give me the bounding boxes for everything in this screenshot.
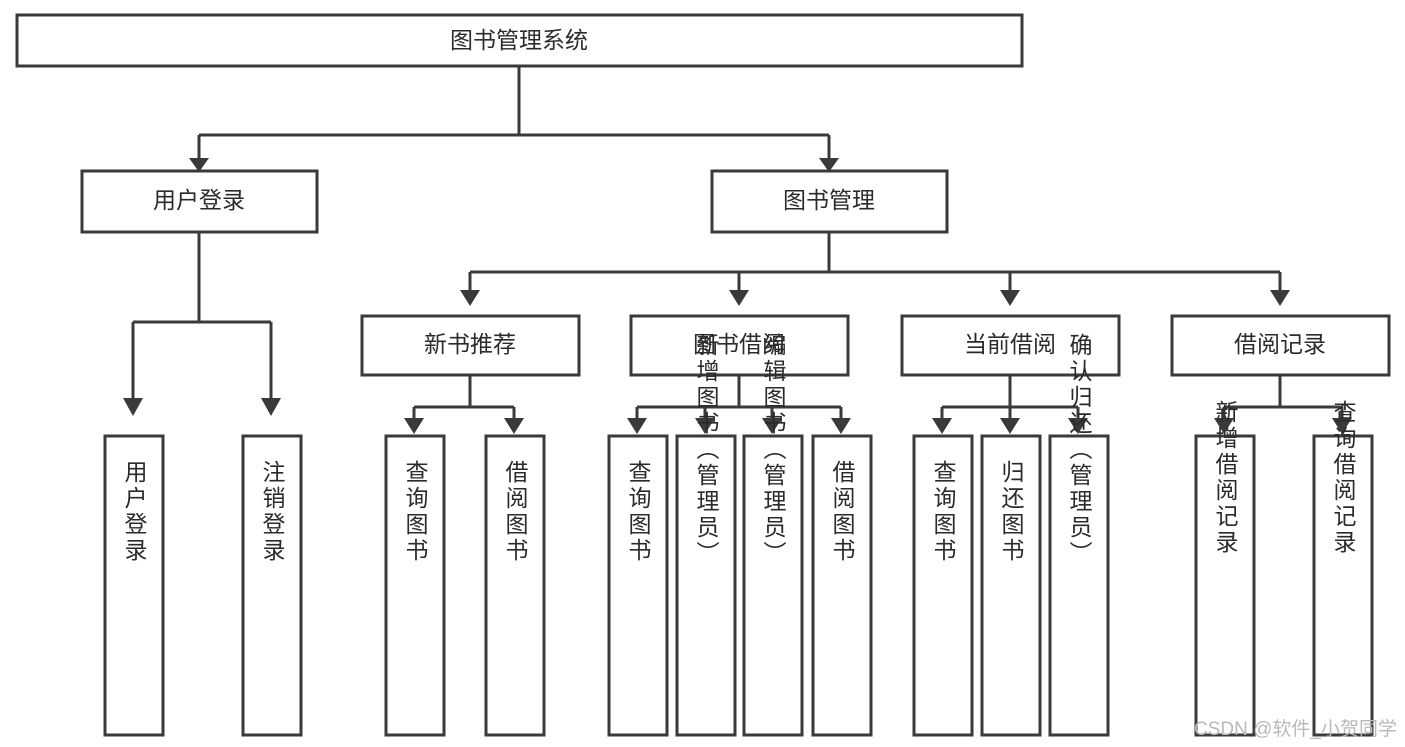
node-book-manage[interactable]: 图书管理 <box>710 169 949 234</box>
leaf-new-book-1-label: 查询图书 <box>402 460 429 564</box>
leaf-book-borrow-2-box[interactable] <box>675 434 737 737</box>
node-book-manage-box[interactable] <box>710 169 949 234</box>
node-book-borrow-label: 图书借阅 <box>693 331 785 357</box>
node-new-book-recommend-box[interactable] <box>360 314 581 377</box>
node-root-box[interactable] <box>15 13 1024 68</box>
leaf-borrow-record-1[interactable]: 新增借阅记录 <box>1194 400 1256 737</box>
arrow-head-leaf-current-borrow-2 <box>1000 418 1020 434</box>
leaf-book-borrow-3-label: 编辑图书（管理员） <box>760 333 787 567</box>
arrow-head-leaf-book-borrow-1 <box>627 418 647 434</box>
leaf-book-borrow-1[interactable]: 查询图书 <box>607 434 669 737</box>
leaf-borrow-record-2-label: 查询借阅记录 <box>1330 400 1357 556</box>
arrow-head-leaf-current-borrow-1 <box>932 418 952 434</box>
leaf-user-login-2-box[interactable] <box>241 434 303 737</box>
leaf-current-borrow-1-box[interactable] <box>912 434 974 737</box>
leaf-new-book-2-label: 借阅图书 <box>502 460 529 564</box>
arrow-head-leaf-borrow-record-2 <box>1332 418 1352 434</box>
leaf-borrow-record-1-label: 新增借阅记录 <box>1212 400 1239 556</box>
node-root[interactable]: 图书管理系统 <box>15 13 1024 68</box>
arrow-head-leaf-book-borrow-2 <box>695 418 715 434</box>
arrow-head-user-login <box>189 158 209 172</box>
node-user-login-label: 用户登录 <box>153 187 245 213</box>
leaf-book-borrow-2[interactable]: 新增图书（管理员） <box>675 333 737 737</box>
arrow-head-current-borrow <box>1000 290 1020 306</box>
node-new-book-recommend-label: 新书推荐 <box>424 331 516 357</box>
arrow-head-book-manage <box>819 158 839 172</box>
leaf-current-borrow-2-box[interactable] <box>980 434 1042 737</box>
arrow-head-leaf-borrow-record-1 <box>1214 418 1234 434</box>
node-book-manage-label: 图书管理 <box>783 187 875 213</box>
leaf-borrow-record-2-box[interactable] <box>1312 434 1374 737</box>
leaf-borrow-record-2[interactable]: 查询借阅记录 <box>1312 400 1374 737</box>
leaf-current-borrow-2-label: 归还图书 <box>998 460 1025 564</box>
leaf-book-borrow-1-box[interactable] <box>607 434 669 737</box>
node-borrow-record-box[interactable] <box>1170 314 1391 377</box>
arrow-head-borrow-record <box>1270 290 1290 306</box>
leaf-book-borrow-4-label: 借阅图书 <box>829 460 856 564</box>
connector-root-to-bus <box>197 67 831 160</box>
arrow-head-leaf-user-login-1 <box>123 398 143 416</box>
node-borrow-record-label: 借阅记录 <box>1234 331 1326 357</box>
leaf-book-borrow-2-label: 新增图书（管理员） <box>693 333 720 567</box>
leaf-book-borrow-4-box[interactable] <box>811 434 873 737</box>
connector-book-manage-bus <box>468 233 1282 292</box>
node-user-login[interactable]: 用户登录 <box>80 169 319 234</box>
arrow-head-book-borrow <box>729 290 749 306</box>
node-book-borrow[interactable]: 图书借阅 <box>629 314 850 377</box>
node-book-borrow-box[interactable] <box>629 314 850 377</box>
node-current-borrow-box[interactable] <box>900 314 1121 377</box>
connector-layer <box>123 67 1352 434</box>
node-user-login-box[interactable] <box>80 169 319 234</box>
leaf-current-borrow-3-box[interactable] <box>1048 434 1110 737</box>
leaf-current-borrow-2[interactable]: 归还图书 <box>980 434 1042 737</box>
node-borrow-record[interactable]: 借阅记录 <box>1170 314 1391 377</box>
node-new-book-recommend[interactable]: 新书推荐 <box>360 314 581 377</box>
watermark: CSDN @软件_小贺同学 <box>1194 719 1397 740</box>
arrow-head-leaf-book-borrow-3 <box>762 418 782 434</box>
leaf-new-book-2-box[interactable] <box>484 434 546 737</box>
leaf-user-login-2[interactable]: 注销登录 <box>241 434 303 737</box>
node-current-borrow[interactable]: 当前借阅 <box>900 314 1121 377</box>
leaf-book-borrow-1-label: 查询图书 <box>625 460 652 564</box>
connector-current-borrow-bus <box>940 376 1080 420</box>
leaf-user-login-1[interactable]: 用户登录 <box>103 434 165 737</box>
leaf-borrow-record-1-box[interactable] <box>1194 434 1256 737</box>
connector-user-login-bus <box>131 233 273 400</box>
arrow-head-new-book <box>460 290 480 306</box>
arrow-head-leaf-current-borrow-3 <box>1068 418 1088 434</box>
leaf-book-borrow-4[interactable]: 借阅图书 <box>811 434 873 737</box>
leaf-current-borrow-3-label: 确认归还（管理员） <box>1066 333 1093 567</box>
leaf-new-book-1-box[interactable] <box>384 434 446 737</box>
leaf-book-borrow-3-box[interactable] <box>742 434 804 737</box>
leaf-book-borrow-3[interactable]: 编辑图书（管理员） <box>742 333 804 737</box>
leaf-current-borrow-3[interactable]: 确认归还（管理员） <box>1048 333 1110 737</box>
connector-new-book-bus <box>412 376 516 420</box>
leaf-new-book-2[interactable]: 借阅图书 <box>484 434 546 737</box>
leaf-new-book-1[interactable]: 查询图书 <box>384 434 446 737</box>
node-current-borrow-label: 当前借阅 <box>964 331 1056 357</box>
arrow-head-leaf-new-book-2 <box>504 418 524 434</box>
leaf-current-borrow-1-label: 查询图书 <box>930 460 957 564</box>
leaf-user-login-1-label: 用户登录 <box>121 460 148 564</box>
arrow-head-leaf-new-book-1 <box>404 418 424 434</box>
node-root-label: 图书管理系统 <box>450 27 588 53</box>
arrow-head-leaf-book-borrow-4 <box>831 418 851 434</box>
connector-borrow-record-bus <box>1222 376 1344 420</box>
leaf-user-login-1-box[interactable] <box>103 434 165 737</box>
leaf-current-borrow-1[interactable]: 查询图书 <box>912 434 974 737</box>
leaf-user-login-2-label: 注销登录 <box>259 460 286 564</box>
arrow-head-leaf-user-login-2 <box>261 398 281 416</box>
connector-book-borrow-bus <box>635 376 843 420</box>
